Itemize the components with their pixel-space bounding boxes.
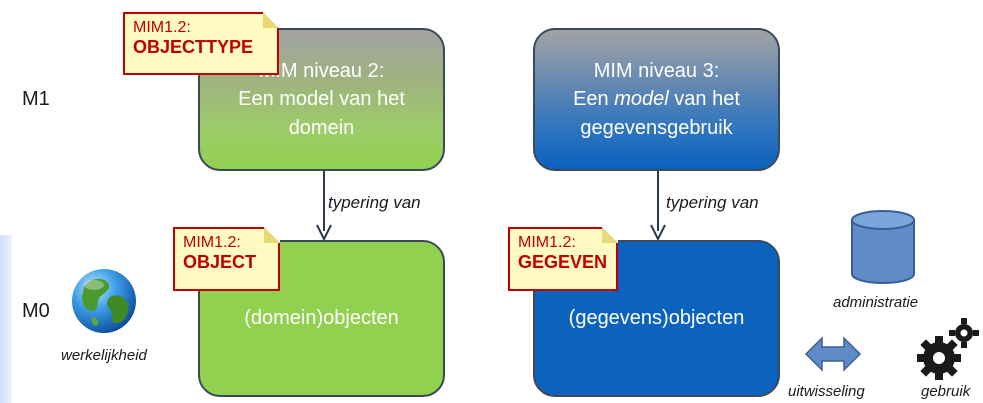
box-mim-niveau-3-line1: MIM niveau 3:	[593, 59, 720, 82]
tag-fold-corner	[263, 12, 279, 28]
globe-icon	[72, 269, 136, 333]
mim-tag-objecttype-version: MIM1.2:	[133, 19, 191, 36]
tag-fold-corner	[602, 227, 618, 243]
mim-tag-object-version: MIM1.2:	[183, 234, 241, 251]
caption-administratie: administratie	[833, 294, 919, 311]
gears-icon	[917, 318, 979, 380]
line2-emphasis: model	[614, 88, 669, 111]
mim-tag-object: MIM1.2: OBJECT	[173, 227, 280, 291]
caption-werkelijkheid: werkelijkheid	[61, 347, 147, 364]
mim-tag-gegeven: MIM1.2: GEGEVEN	[508, 227, 618, 291]
mim-tag-objecttype: MIM1.2: OBJECTTYPE	[123, 12, 279, 75]
mim-tag-object-name: OBJECT	[183, 252, 257, 273]
caption-uitwisseling: uitwisseling	[788, 383, 865, 400]
caption-gebruik: gebruik	[921, 383, 971, 400]
mim-tag-objecttype-name: OBJECTTYPE	[133, 37, 254, 58]
typering-arrow-left	[316, 171, 332, 242]
line2-prefix: Een	[573, 88, 615, 111]
mim-tag-gegeven-name: GEGEVEN	[518, 252, 608, 273]
box-mim-niveau-2-line1: MIM niveau 2:	[258, 59, 385, 82]
box-mim-niveau-2-line2: Een model van het	[238, 88, 405, 111]
box-mim-niveau-3-line2: Een model van het	[573, 85, 740, 113]
tag-fold-corner	[264, 227, 280, 243]
box-mim-niveau-3-line3: gegevensgebruik	[580, 116, 733, 139]
line2-suffix: van het	[668, 88, 740, 111]
database-icon	[851, 210, 915, 284]
left-edge-decoration	[0, 235, 12, 403]
level-label-m0: M0	[22, 300, 50, 322]
level-label-m1: M1	[22, 88, 50, 110]
box-mim-niveau-2: MIM niveau 2: Een model van het domein	[198, 28, 445, 171]
box-domein-objecten: (domein)objecten	[198, 240, 445, 397]
typering-arrow-right	[650, 171, 666, 242]
box-mim-niveau-2-line3: domein	[288, 116, 355, 139]
relation-label-right: typering van	[666, 193, 759, 212]
mim-tag-gegeven-version: MIM1.2:	[518, 234, 576, 251]
relation-label-left: typering van	[328, 193, 421, 212]
box-mim-niveau-3: MIM niveau 3: Een model van het gegevens…	[533, 28, 780, 171]
box-domein-objecten-text: (domein)objecten	[244, 307, 399, 330]
box-gegevens-objecten-text: (gegevens)objecten	[568, 307, 745, 330]
double-arrow-icon	[804, 336, 862, 372]
